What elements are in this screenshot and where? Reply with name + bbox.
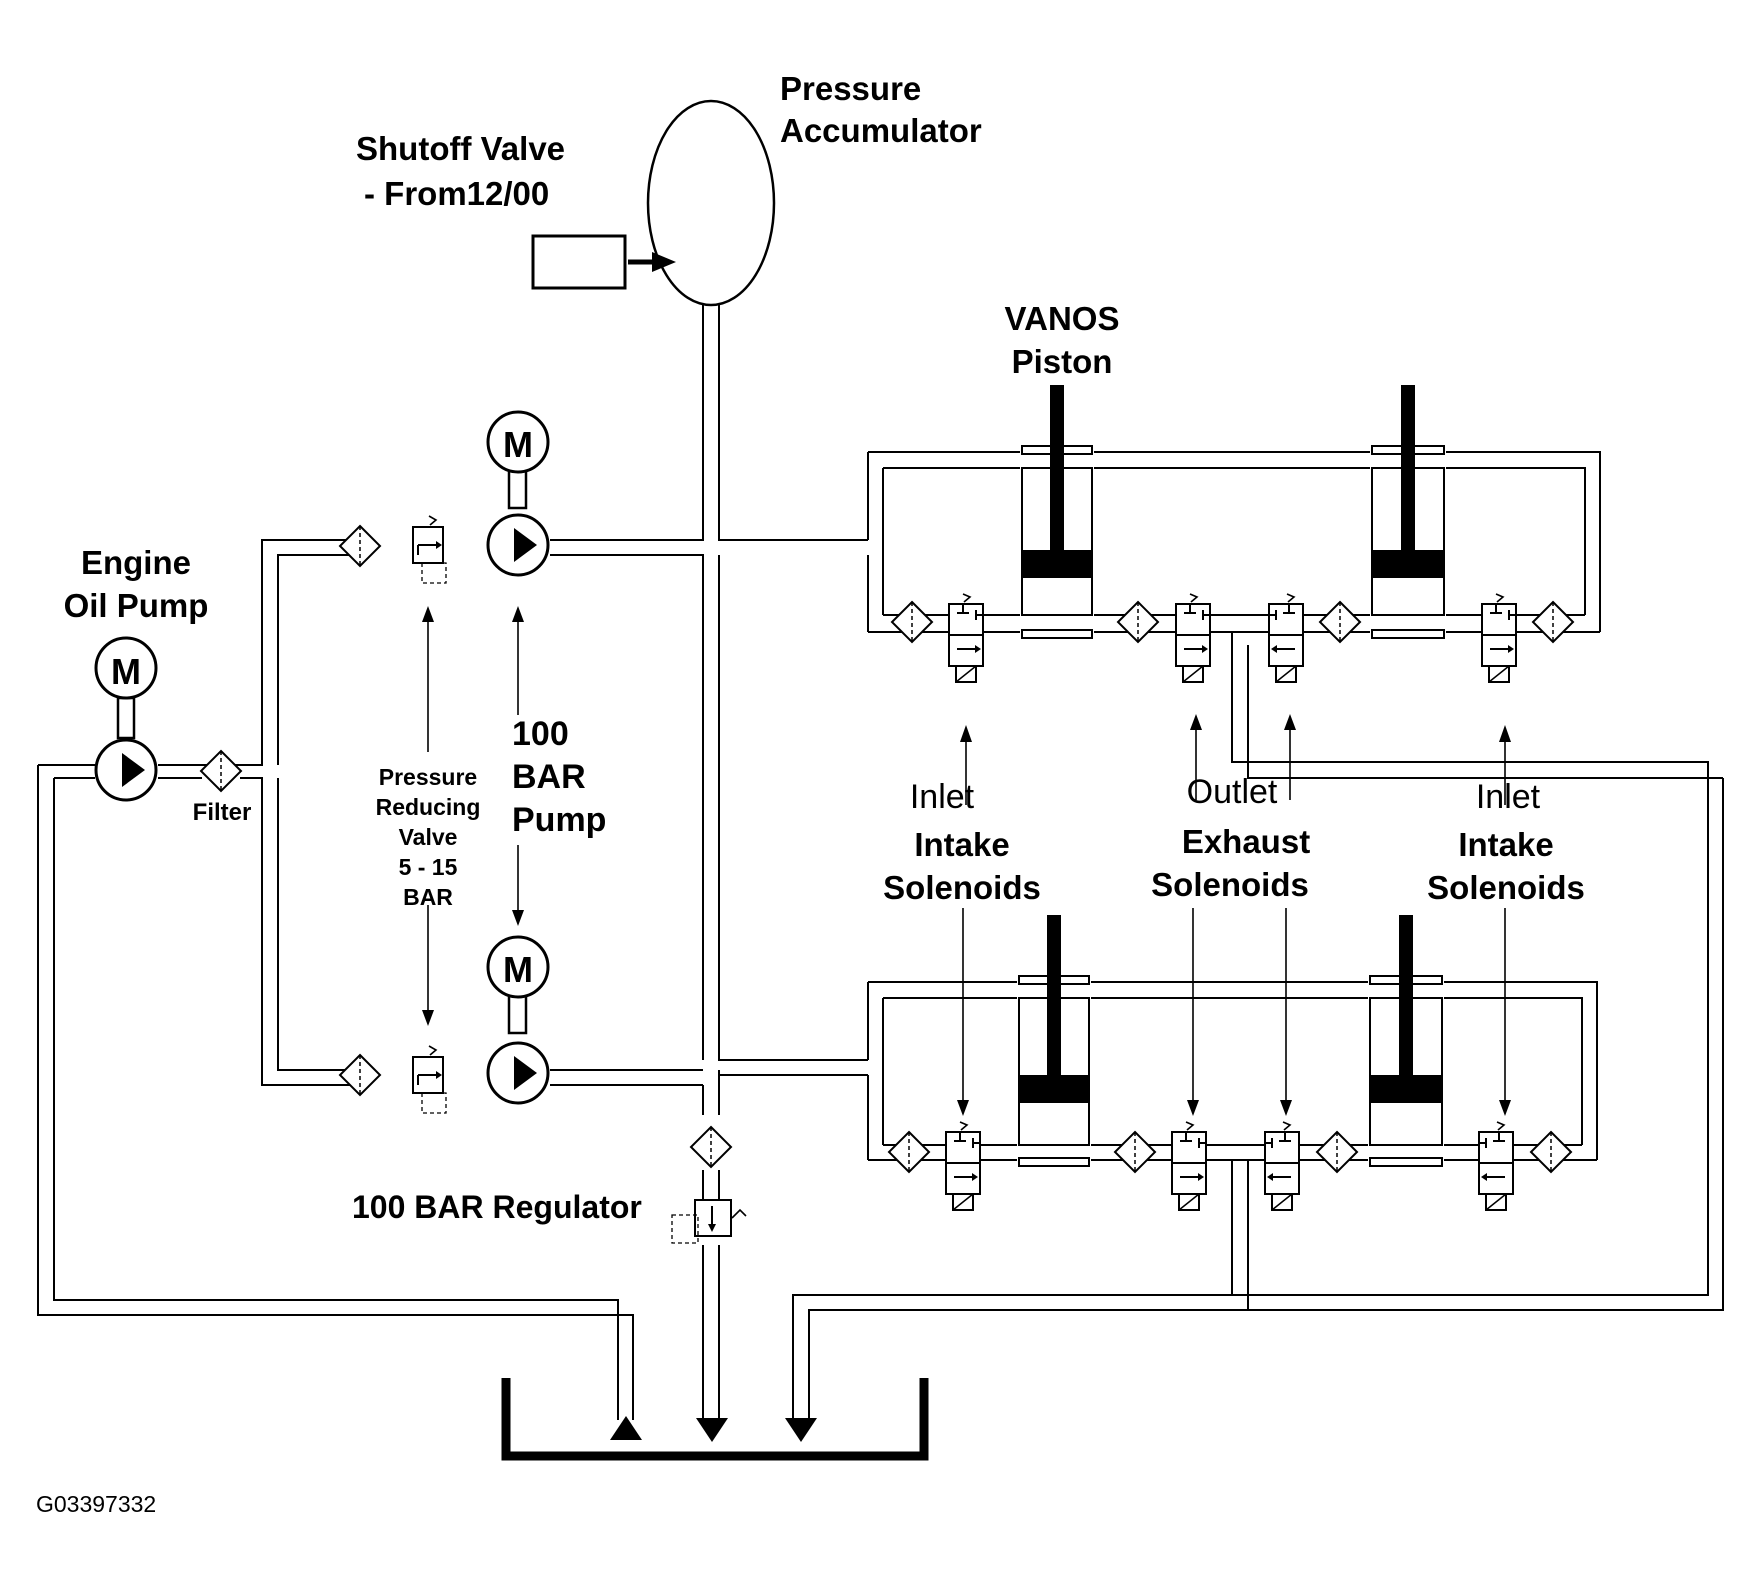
bar-pump-label: Pump — [512, 801, 606, 839]
intake-solenoids-label: Solenoids — [1427, 869, 1585, 906]
exhaust-solenoid-icon — [1171, 1121, 1207, 1211]
motor-symbol: M — [111, 651, 141, 692]
outlet-label: Outlet — [1187, 773, 1278, 811]
pointer-arrows — [422, 606, 1511, 1116]
filter-diamond-icon — [339, 525, 381, 567]
exhaust-label: Exhaust — [1182, 823, 1310, 860]
filter-diamond-icon — [1114, 1131, 1156, 1173]
shutoff-valve-label: - From12/00 — [364, 175, 549, 212]
engine-oil-pump-label: Oil Pump — [64, 587, 209, 624]
exhaust-solenoid-icon — [1264, 1121, 1300, 1211]
pressure-reducing-valve-icon — [412, 1045, 447, 1114]
filter-diamond-icon — [1117, 601, 1159, 643]
filter-diamond-icon — [200, 750, 242, 792]
filter-diamond-icon — [1532, 601, 1574, 643]
pressure-accumulator-icon — [646, 99, 776, 307]
filter-diamond-icon — [690, 1126, 732, 1168]
filter-diamond-icon — [339, 1054, 381, 1096]
filter-diamond-icon — [1530, 1131, 1572, 1173]
filter-diamond-icon — [891, 601, 933, 643]
lower-100-bar-pump: M — [486, 935, 550, 1105]
filter-diamond-icon — [1319, 601, 1361, 643]
vanos-piston-label: VANOS — [1005, 300, 1120, 337]
pressure-reducing-valve-label: BAR — [403, 884, 453, 910]
vanos-piston-label: Piston — [1012, 343, 1113, 380]
vanos-piston-lower-left — [1018, 915, 1090, 1167]
oil-reservoir-icon — [501, 1378, 929, 1461]
vanos-piston-upper-right — [1371, 385, 1445, 639]
pressure-reducing-valve-label: Valve — [399, 824, 458, 850]
motor-symbol-upper: M — [503, 424, 533, 465]
bar-pump-label: 100 — [512, 715, 569, 753]
filter-diamond-icon — [1316, 1131, 1358, 1173]
pressure-reducing-valve-label: Pressure — [379, 764, 477, 790]
figure-id: G03397332 — [36, 1491, 156, 1517]
intake-solenoids-label: Solenoids — [883, 869, 1041, 906]
regulator-label: 100 BAR Regulator — [352, 1189, 642, 1225]
shutoff-valve-label: Shutoff Valve — [356, 130, 565, 167]
intake-label: Intake — [914, 826, 1009, 863]
vanos-piston-upper-left — [1021, 385, 1093, 639]
engine-oil-pump: M — [94, 636, 158, 802]
pressure-accumulator-label: Pressure — [780, 70, 921, 107]
labels: Pressure Accumulator Shutoff Valve - Fro… — [36, 70, 1585, 1517]
intake-solenoid-icon — [1481, 593, 1517, 683]
motor-symbol-lower: M — [503, 949, 533, 990]
exhaust-solenoids-label: Solenoids — [1151, 866, 1309, 903]
intake-solenoid-icon — [945, 1121, 981, 1211]
pressure-accumulator-label: Accumulator — [780, 112, 982, 149]
inlet-label: Inlet — [910, 778, 975, 816]
bar-pump-label: BAR — [512, 758, 586, 796]
intake-solenoid-icon — [948, 593, 984, 683]
pressure-reducing-valve-icon — [412, 515, 447, 584]
100-bar-regulator-icon — [671, 1199, 747, 1244]
pressure-reducing-valve-label: Reducing — [376, 794, 481, 820]
exhaust-solenoid-icon — [1268, 593, 1304, 683]
intake-label: Intake — [1458, 826, 1553, 863]
pressure-reducing-valve-label: 5 - 15 — [399, 854, 458, 880]
intake-solenoid-icon — [1478, 1121, 1514, 1211]
engine-oil-pump-label: Engine — [81, 544, 191, 581]
shutoff-valve-icon — [531, 234, 676, 290]
filter-diamond-icon — [888, 1131, 930, 1173]
inlet-label: Inlet — [1476, 778, 1541, 816]
piping — [37, 305, 1724, 1420]
upper-100-bar-pump: M — [486, 410, 550, 577]
vanos-piston-lower-right — [1369, 915, 1443, 1167]
filter-label: Filter — [193, 799, 252, 826]
exhaust-solenoid-icon — [1175, 593, 1211, 683]
